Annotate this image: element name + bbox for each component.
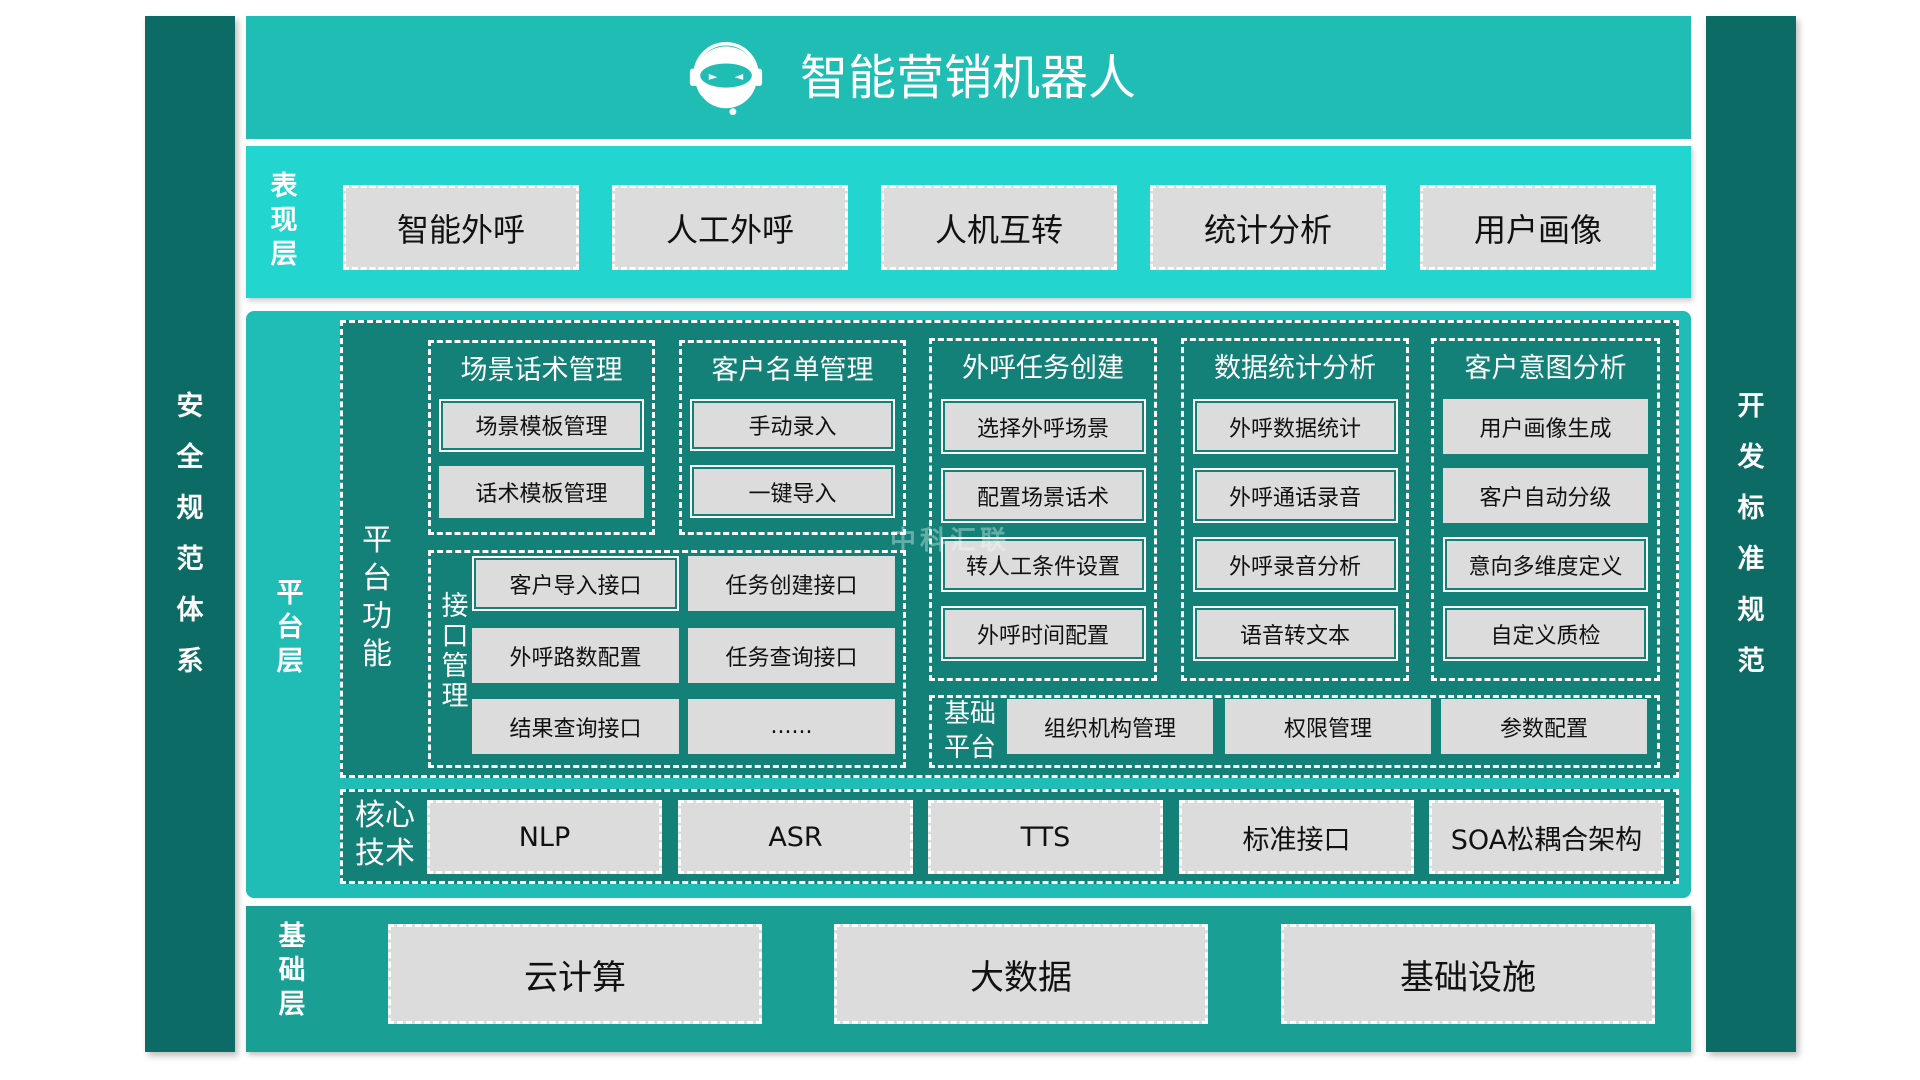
core-tech-item: ASR bbox=[678, 800, 913, 874]
group-item: 选择外呼场景 bbox=[942, 401, 1144, 452]
group-item: 客户自动分级 bbox=[1443, 468, 1648, 523]
label-char: 平 bbox=[362, 523, 392, 558]
label-char: 平 bbox=[276, 578, 304, 609]
left-bar-char: 体 bbox=[176, 595, 204, 626]
page-title: 智能营销机器人 bbox=[800, 50, 1137, 106]
function-group: 外呼任务创建选择外呼场景配置场景话术转人工条件设置外呼时间配置 bbox=[929, 338, 1157, 681]
header bbox=[246, 16, 1691, 139]
label-char: 管 bbox=[441, 651, 469, 682]
group-item: 场景模板管理 bbox=[441, 400, 642, 450]
robot-headset-icon bbox=[689, 42, 763, 116]
core-tech-item: 标准接口 bbox=[1179, 800, 1414, 874]
group-item: 外呼录音分析 bbox=[1194, 539, 1396, 590]
interface-item: 客户导入接口 bbox=[474, 558, 677, 609]
group-title: 场景话术管理 bbox=[460, 355, 623, 386]
right-bar-dev-standards: 开发标准规范 bbox=[1706, 16, 1796, 1052]
base-platform-label: 基础平台 bbox=[940, 697, 1000, 765]
core-tech-item: NLP bbox=[427, 800, 662, 874]
group-item: 语音转文本 bbox=[1194, 608, 1396, 659]
label-char: 层 bbox=[278, 989, 306, 1020]
group-item: 用户画像生成 bbox=[1443, 399, 1648, 454]
left-bar-char: 全 bbox=[176, 442, 204, 473]
platform-functions-label: 平台功能 bbox=[360, 522, 394, 674]
label-char: 接 bbox=[441, 591, 469, 622]
group-title: 外呼任务创建 bbox=[962, 353, 1124, 384]
base-layer-item: 基础设施 bbox=[1281, 924, 1655, 1024]
watermark: 中科汇联 bbox=[890, 526, 1011, 556]
label-char: 台 bbox=[362, 561, 392, 596]
interface-item: 结果查询接口 bbox=[472, 699, 679, 754]
label-char: 现 bbox=[270, 205, 298, 236]
group-item: 意向多维度定义 bbox=[1445, 539, 1646, 590]
presentation-item: 人工外呼 bbox=[612, 185, 848, 270]
group-item: 一键导入 bbox=[692, 467, 893, 516]
interface-management-group bbox=[428, 550, 906, 768]
group-title: 数据统计分析 bbox=[1214, 353, 1376, 384]
right-bar-char: 发 bbox=[1737, 442, 1765, 473]
left-bar-char: 规 bbox=[176, 493, 204, 524]
left-bar-security-standards: 安全规范体系 bbox=[145, 16, 235, 1052]
platform-layer-label: 平台层 bbox=[273, 577, 307, 679]
label-char: 层 bbox=[270, 239, 298, 270]
interface-management-label: 接口管理 bbox=[440, 592, 470, 712]
base-platform-item: 参数配置 bbox=[1441, 699, 1647, 754]
group-item: 外呼通话录音 bbox=[1194, 470, 1396, 521]
group-item: 话术模板管理 bbox=[439, 465, 644, 518]
left-bar-char: 系 bbox=[176, 646, 204, 677]
label-char: 层 bbox=[276, 646, 304, 677]
presentation-item: 人机互转 bbox=[881, 185, 1117, 270]
label-char: 功 bbox=[362, 599, 392, 634]
label-char: 能 bbox=[362, 637, 392, 672]
label-char: 础 bbox=[278, 955, 306, 986]
group-title: 客户名单管理 bbox=[711, 355, 874, 386]
group-item: 转人工条件设置 bbox=[942, 539, 1144, 590]
group-item: 手动录入 bbox=[692, 400, 893, 450]
function-group: 场景话术管理场景模板管理话术模板管理 bbox=[428, 340, 655, 535]
label-char: 表 bbox=[270, 171, 298, 202]
interface-item: 外呼路数配置 bbox=[472, 628, 679, 683]
base-layer-item: 云计算 bbox=[388, 924, 762, 1024]
label-line: 平台 bbox=[943, 733, 996, 763]
group-item: 外呼数据统计 bbox=[1194, 401, 1396, 452]
left-bar-char: 范 bbox=[176, 544, 204, 575]
interface-item: ...... bbox=[688, 699, 895, 754]
right-bar-char: 准 bbox=[1737, 544, 1765, 575]
presentation-item: 用户画像 bbox=[1420, 185, 1656, 270]
right-bar-char: 规 bbox=[1737, 595, 1765, 626]
group-title: 客户意图分析 bbox=[1464, 353, 1627, 384]
label-line: 基础 bbox=[943, 699, 996, 729]
base-platform-item: 权限管理 bbox=[1225, 699, 1431, 754]
core-tech-item: SOA松耦合架构 bbox=[1429, 800, 1664, 874]
presentation-item: 智能外呼 bbox=[343, 185, 579, 270]
label-char: 口 bbox=[441, 621, 469, 652]
label-char: 台 bbox=[276, 612, 304, 643]
interface-item: 任务创建接口 bbox=[688, 556, 895, 611]
label-line: 技术 bbox=[355, 836, 415, 871]
label-char: 理 bbox=[441, 681, 469, 712]
function-group: 客户意图分析用户画像生成客户自动分级意向多维度定义自定义质检 bbox=[1431, 338, 1660, 681]
base-layer-item: 大数据 bbox=[834, 924, 1208, 1024]
presentation-item: 统计分析 bbox=[1150, 185, 1386, 270]
base-layer-label: 基础层 bbox=[275, 920, 309, 1022]
core-tech-item: TTS bbox=[928, 800, 1163, 874]
right-bar-char: 开 bbox=[1737, 391, 1765, 422]
interface-item: 任务查询接口 bbox=[688, 628, 895, 683]
label-line: 核心 bbox=[355, 798, 415, 833]
base-platform-item: 组织机构管理 bbox=[1007, 699, 1213, 754]
function-group: 数据统计分析外呼数据统计外呼通话录音外呼录音分析语音转文本 bbox=[1181, 338, 1409, 681]
group-item: 外呼时间配置 bbox=[942, 608, 1144, 659]
right-bar-char: 标 bbox=[1737, 493, 1765, 524]
presentation-layer-label: 表现层 bbox=[267, 170, 301, 272]
right-bar-char: 范 bbox=[1737, 646, 1765, 677]
core-technology-label: 核心技术 bbox=[350, 797, 420, 873]
group-item: 配置场景话术 bbox=[942, 470, 1144, 521]
group-item: 自定义质检 bbox=[1445, 608, 1646, 659]
left-bar-char: 安 bbox=[176, 391, 204, 422]
label-char: 基 bbox=[278, 921, 306, 952]
base-platform-group bbox=[929, 695, 1660, 768]
function-group: 客户名单管理手动录入一键导入 bbox=[679, 340, 906, 535]
